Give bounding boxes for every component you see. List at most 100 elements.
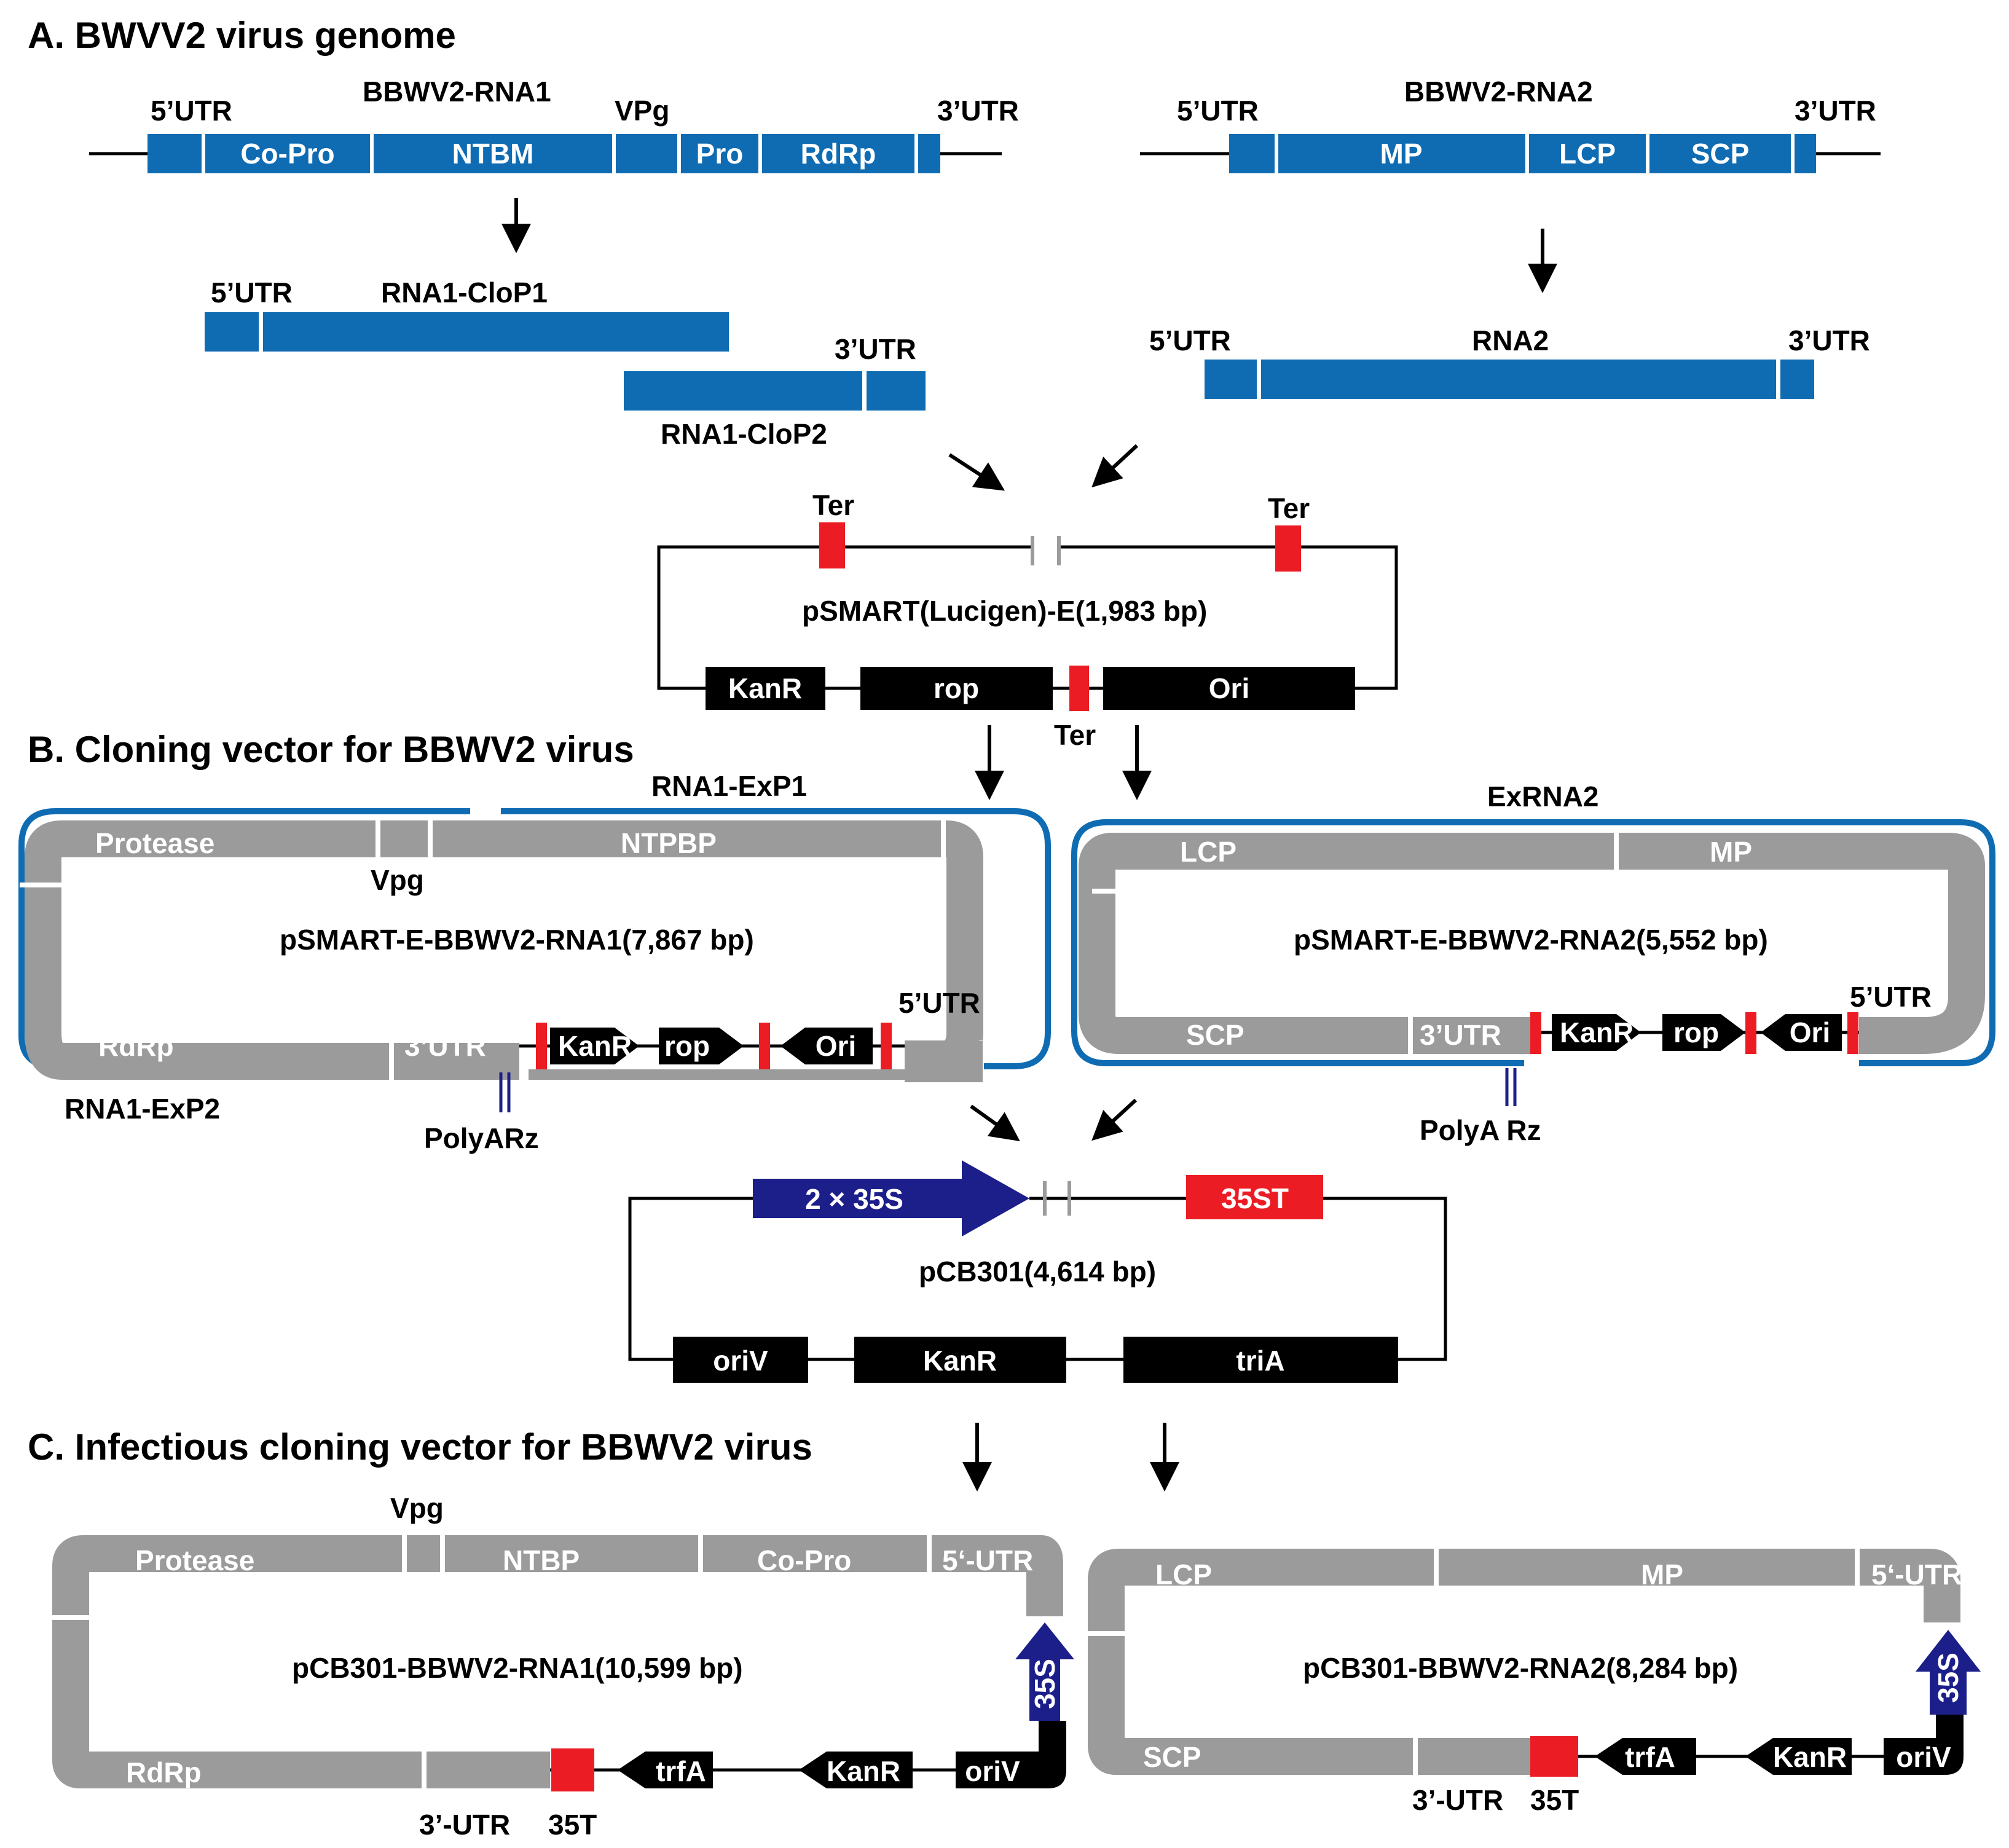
b2-rop-arrow bbox=[1662, 1014, 1745, 1051]
clop-fragments: 5’UTR RNA1-CloP1 3’UTR RNA1-CloP2 5’UTR … bbox=[205, 277, 1870, 450]
rna2-lcp-label: LCP bbox=[1559, 138, 1616, 170]
c-rna1-plasmid: 35S trfA KanR oriV Protease NTBP Co-Pro … bbox=[49, 1492, 1074, 1841]
c1-kanr-label: KanR bbox=[827, 1755, 900, 1787]
section-c-title: C. Infectious cloning vector for BBWV2 v… bbox=[28, 1426, 812, 1468]
c1-ntbp-label: NTBP bbox=[503, 1544, 580, 1576]
pcb-tria-block bbox=[1123, 1337, 1398, 1383]
rna2-utr3-block bbox=[1795, 134, 1816, 173]
c1-trfa-label: trfA bbox=[656, 1755, 706, 1787]
b1-ntpbp-label: NTPBP bbox=[621, 827, 717, 859]
ter-label-1: Ter bbox=[812, 489, 854, 521]
clop2-name-label: RNA1-CloP2 bbox=[661, 418, 827, 450]
pcb-2x35s-label: 2 × 35S bbox=[805, 1183, 903, 1215]
clop1-name-label: RNA1-CloP1 bbox=[381, 277, 548, 309]
c2-oriv-label: oriV bbox=[1896, 1741, 1951, 1773]
rna2frag-block bbox=[1261, 360, 1776, 399]
c1-vpg-label: Vpg bbox=[390, 1492, 444, 1524]
c1-kanr-arrow bbox=[799, 1752, 913, 1788]
c1-utr5-label: 5‘-UTR bbox=[942, 1544, 1033, 1576]
b1-ori-label: Ori bbox=[816, 1030, 856, 1062]
pcb-35st-block bbox=[1186, 1175, 1323, 1219]
b1-ter-1 bbox=[536, 1023, 547, 1069]
c1-oriv-label: oriV bbox=[965, 1755, 1020, 1787]
c2-utr5-label: 5‘-UTR bbox=[1871, 1559, 1962, 1590]
b1-rop-label: rop bbox=[664, 1030, 710, 1062]
rna1-pro-label: Pro bbox=[696, 138, 744, 170]
rna2frag-name-label: RNA2 bbox=[1472, 324, 1549, 356]
b1-rdrp-label: RdRp bbox=[98, 1030, 174, 1062]
rna1-genome: Co-Pro NTBM Pro RdRp 5’UTR BBWV2-RNA1 VP… bbox=[89, 76, 1019, 173]
b1-polya-label: PolyARz bbox=[424, 1122, 539, 1154]
c1-utr3-label: 3’-UTR bbox=[419, 1809, 510, 1841]
ter-label-2: Ter bbox=[1268, 492, 1310, 524]
b1-ter-3 bbox=[881, 1023, 892, 1069]
c2-trfa-label: trfA bbox=[1625, 1741, 1675, 1773]
arrow-clop-in bbox=[948, 453, 1005, 491]
ter-block-1 bbox=[819, 522, 845, 568]
b1-utr3-label: 3’UTR bbox=[404, 1030, 486, 1062]
b2-polya-label: PolyA Rz bbox=[1420, 1114, 1541, 1146]
b1-vpg-label: Vpg bbox=[371, 864, 424, 896]
c2-scp-label: SCP bbox=[1143, 1741, 1201, 1773]
b1-rop-arrow bbox=[659, 1028, 744, 1064]
b1-ori-arrow bbox=[780, 1028, 873, 1064]
c1-protease-label: Protease bbox=[135, 1544, 254, 1576]
b-rna1-plasmid: KanR rop Ori Protease NTPBP RdRp 3’UTR 5… bbox=[18, 770, 1051, 1154]
rna2frag-utr3-label: 3’UTR bbox=[1788, 324, 1870, 356]
b2-ter-1 bbox=[1530, 1012, 1541, 1054]
rna1-utr5-block bbox=[147, 134, 202, 173]
b2-ori-arrow bbox=[1761, 1014, 1842, 1051]
pcb-kanr-label: KanR bbox=[923, 1345, 997, 1377]
psmart-kanr-label: KanR bbox=[728, 672, 802, 704]
c1-oriv-block bbox=[956, 1721, 1066, 1788]
pcb-2x35s-arrow bbox=[753, 1160, 1029, 1237]
rna1-rdrp-block bbox=[762, 134, 914, 173]
rna1-rdrp-label: RdRp bbox=[801, 138, 876, 170]
clop1-utr5-label: 5’UTR bbox=[211, 277, 293, 309]
b2-lcp-label: LCP bbox=[1180, 836, 1236, 868]
c1-title: pCB301-BBWV2-RNA1(10,599 bp) bbox=[292, 1652, 743, 1684]
rna1-ntbm-block bbox=[374, 134, 612, 173]
b2-title: pSMART-E-BBWV2-RNA2(5,552 bp) bbox=[1294, 924, 1768, 956]
b1-kanr-label: KanR bbox=[558, 1030, 632, 1062]
b2-ter-2 bbox=[1745, 1012, 1756, 1054]
c1-35s-arrow bbox=[1015, 1622, 1074, 1721]
clop2-utr3-label: 3’UTR bbox=[835, 333, 916, 365]
clop2-utr3-block bbox=[867, 371, 926, 411]
clop1-utr5-block bbox=[205, 312, 259, 352]
clop1-block bbox=[263, 312, 729, 352]
b2-mp-label: MP bbox=[1710, 836, 1752, 868]
rna2-name-label: BBWV2-RNA2 bbox=[1404, 76, 1593, 108]
rna1-utr3-block bbox=[918, 134, 940, 173]
pcb-tria-label: triA bbox=[1236, 1345, 1284, 1377]
psmart-rop-label: rop bbox=[934, 672, 979, 704]
psmart-title: pSMART(Lucigen)-E(1,983 bp) bbox=[802, 595, 1207, 627]
arrow-b2-in bbox=[1091, 1098, 1138, 1141]
rna2frag-utr3-block bbox=[1780, 360, 1814, 399]
psmart-rop-block bbox=[860, 667, 1053, 710]
clop2-block bbox=[624, 371, 862, 411]
rna1-copro-label: Co-Pro bbox=[240, 138, 334, 170]
rna1-pro-block bbox=[681, 134, 758, 173]
b2-utr5-label: 5’UTR bbox=[1850, 981, 1932, 1013]
rna1-utr3-label: 3’UTR bbox=[937, 95, 1019, 127]
pcb-oriv-label: oriV bbox=[713, 1345, 768, 1377]
rna2-scp-block bbox=[1649, 134, 1791, 173]
rna2-utr3-label: 3’UTR bbox=[1795, 95, 1876, 127]
c2-kanr-arrow bbox=[1745, 1738, 1852, 1775]
b2-scp-label: SCP bbox=[1186, 1019, 1244, 1051]
b2-kanr-arrow bbox=[1552, 1014, 1641, 1051]
rna2frag-utr5-block bbox=[1205, 360, 1257, 399]
c2-mp-label: MP bbox=[1641, 1559, 1683, 1590]
c2-kanr-label: KanR bbox=[1773, 1741, 1847, 1773]
c2-utr3-label: 3’-UTR bbox=[1412, 1784, 1503, 1816]
b2-ori-label: Ori bbox=[1790, 1016, 1830, 1048]
psmart-vector: Ter Ter pSMART(Lucigen)-E(1,983 bp) KanR… bbox=[657, 489, 1398, 751]
pcb-35st-label: 35ST bbox=[1221, 1182, 1289, 1214]
b2-utr3-label: 3’UTR bbox=[1420, 1019, 1501, 1051]
b1-ter-2 bbox=[759, 1023, 770, 1069]
c2-35t-block bbox=[1530, 1736, 1578, 1777]
c1-copro-label: Co-Pro bbox=[757, 1544, 851, 1576]
b2-ter-3 bbox=[1847, 1012, 1858, 1054]
c2-lcp-label: LCP bbox=[1155, 1559, 1212, 1590]
